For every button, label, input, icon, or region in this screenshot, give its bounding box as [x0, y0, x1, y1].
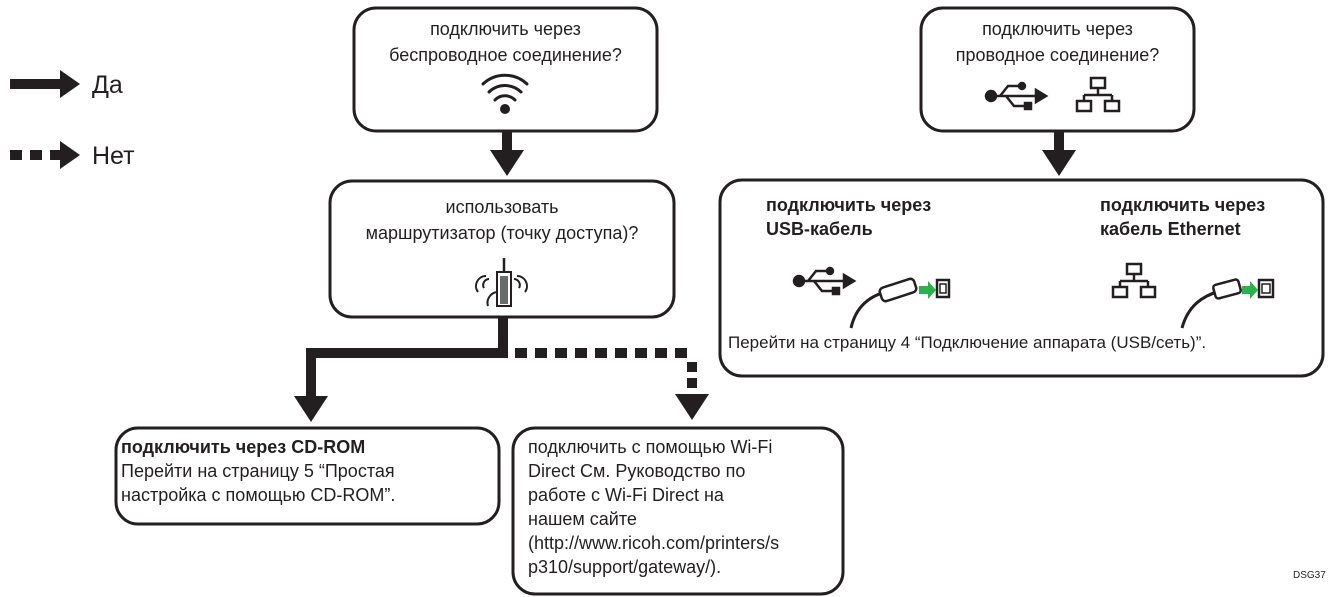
network-icon	[1075, 76, 1121, 113]
router-icon	[475, 258, 528, 307]
wired-question-line2: проводное соединение?	[955, 45, 1160, 65]
figure-code: DSG37	[1293, 570, 1326, 581]
cdrom-body-line2: настройка с помощью CD-ROM”.	[121, 485, 396, 505]
router-question-line2: маршрутизатор (точку доступа)?	[365, 223, 639, 243]
wifi-direct-box	[511, 426, 845, 596]
usb-icon	[984, 81, 1049, 111]
wifi-direct-line4: нашем сайте	[528, 509, 637, 529]
usb-option-title-line2: USB-кабель	[766, 219, 873, 239]
cdrom-box	[114, 426, 501, 526]
cdrom-title: подключить через CD-ROM	[121, 437, 366, 457]
wired-options-box	[718, 178, 1325, 378]
wifi-direct-line2: Direct См. Руководство по	[528, 461, 746, 481]
ethernet-cable-icon	[1111, 262, 1275, 329]
wifi-direct-line6: p310/support/gateway/).	[528, 557, 722, 577]
cdrom-body-line1: Перейти на страницу 5 “Простая	[121, 461, 395, 481]
wireless-question-line2: беспроводное соединение?	[389, 45, 622, 65]
usb-option-title-line1: подключить через	[766, 195, 932, 215]
arrow-router-yes-to-cdrom	[294, 317, 508, 422]
wifi-direct-line5: (http://www.ricoh.com/printers/s	[528, 533, 780, 553]
wifi-icon	[481, 73, 529, 114]
wireless-question-box	[352, 6, 659, 133]
wired-options-footer: Перейти на страницу 4 “Подключение аппар…	[728, 333, 1207, 352]
arrow-wireless-to-router	[490, 132, 524, 176]
legend-no-label: Нет	[92, 142, 135, 170]
ethernet-option-title-line1: подключить через	[1100, 195, 1266, 215]
wifi-direct-line1: подключить с помощью Wi-Fi	[528, 437, 773, 457]
arrow-wired-to-options	[1042, 132, 1076, 176]
usb-cable-icon	[792, 266, 951, 329]
legend-yes-label: Да	[92, 71, 123, 99]
arrow-router-no-to-wifi-direct	[515, 348, 709, 420]
wireless-question-line1: подключить через	[430, 19, 581, 39]
legend-yes-arrow	[10, 70, 80, 98]
ethernet-option-title-line2: кабель Ethernet	[1100, 219, 1241, 239]
wired-question-line1: подключить через	[982, 19, 1133, 39]
wifi-direct-line3: работе с Wi-Fi Direct на	[528, 485, 724, 505]
legend-no-arrow	[10, 141, 80, 169]
router-question-line1: использовать	[445, 197, 559, 217]
